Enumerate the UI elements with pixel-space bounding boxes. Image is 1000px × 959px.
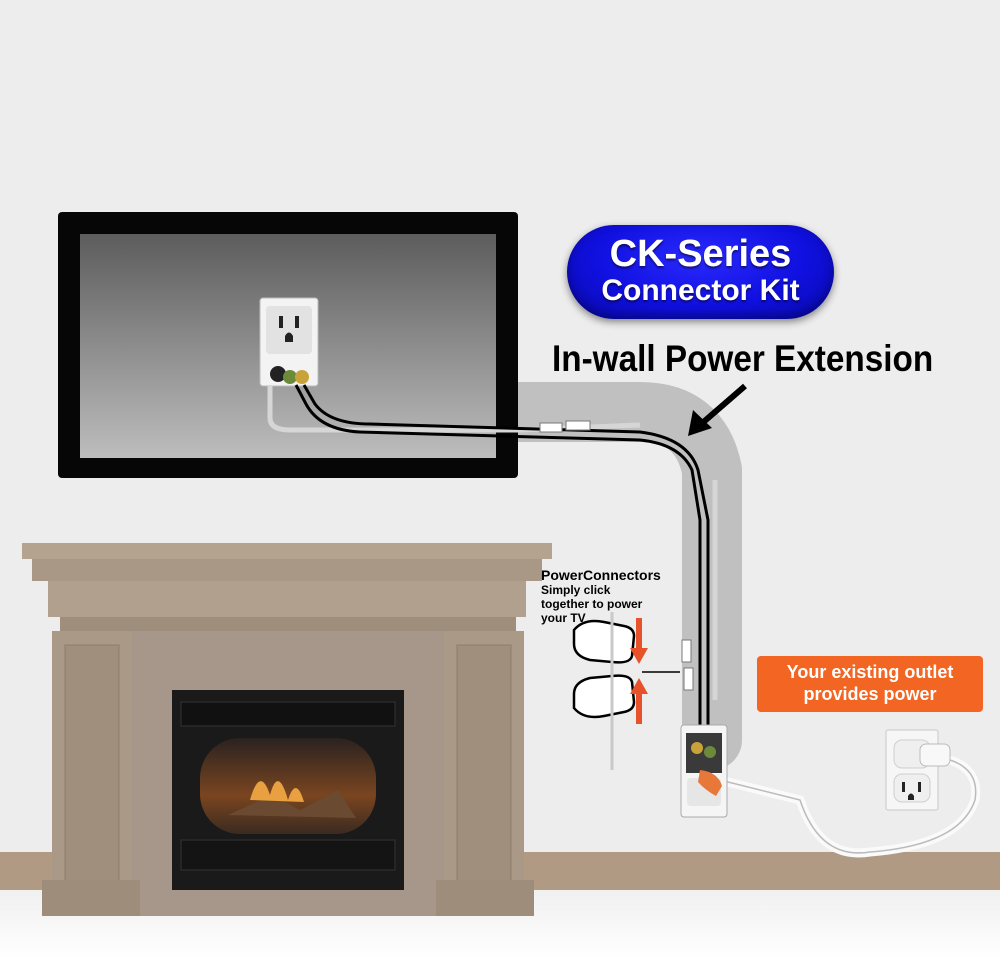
power-connector-icon bbox=[539, 420, 694, 691]
arrow-icon bbox=[698, 383, 747, 428]
power-cables bbox=[267, 384, 981, 858]
badge-title: CK-Series bbox=[609, 233, 792, 275]
tv-icon bbox=[58, 212, 518, 478]
wall-outlet-icon bbox=[885, 729, 939, 811]
fireplace-icon bbox=[22, 543, 552, 916]
connector-arrows bbox=[610, 612, 680, 770]
hand-icon bbox=[572, 619, 636, 719]
power-connectors-title: PowerConnectors bbox=[541, 567, 661, 583]
plug-icon bbox=[919, 743, 951, 767]
badge-subtitle: Connector Kit bbox=[601, 274, 800, 307]
lower-outlet-icon bbox=[680, 724, 728, 818]
in-wall-conduit bbox=[470, 382, 742, 770]
headline: In-wall Power Extension bbox=[552, 338, 934, 379]
existing-outlet-callout: Your existing outlet provides power bbox=[757, 656, 983, 712]
ck-series-badge: CK-Series Connector Kit bbox=[567, 225, 834, 319]
power-connectors-subtitle: Simply click together to power your TV bbox=[541, 583, 643, 625]
arrowhead-icon bbox=[688, 410, 712, 436]
